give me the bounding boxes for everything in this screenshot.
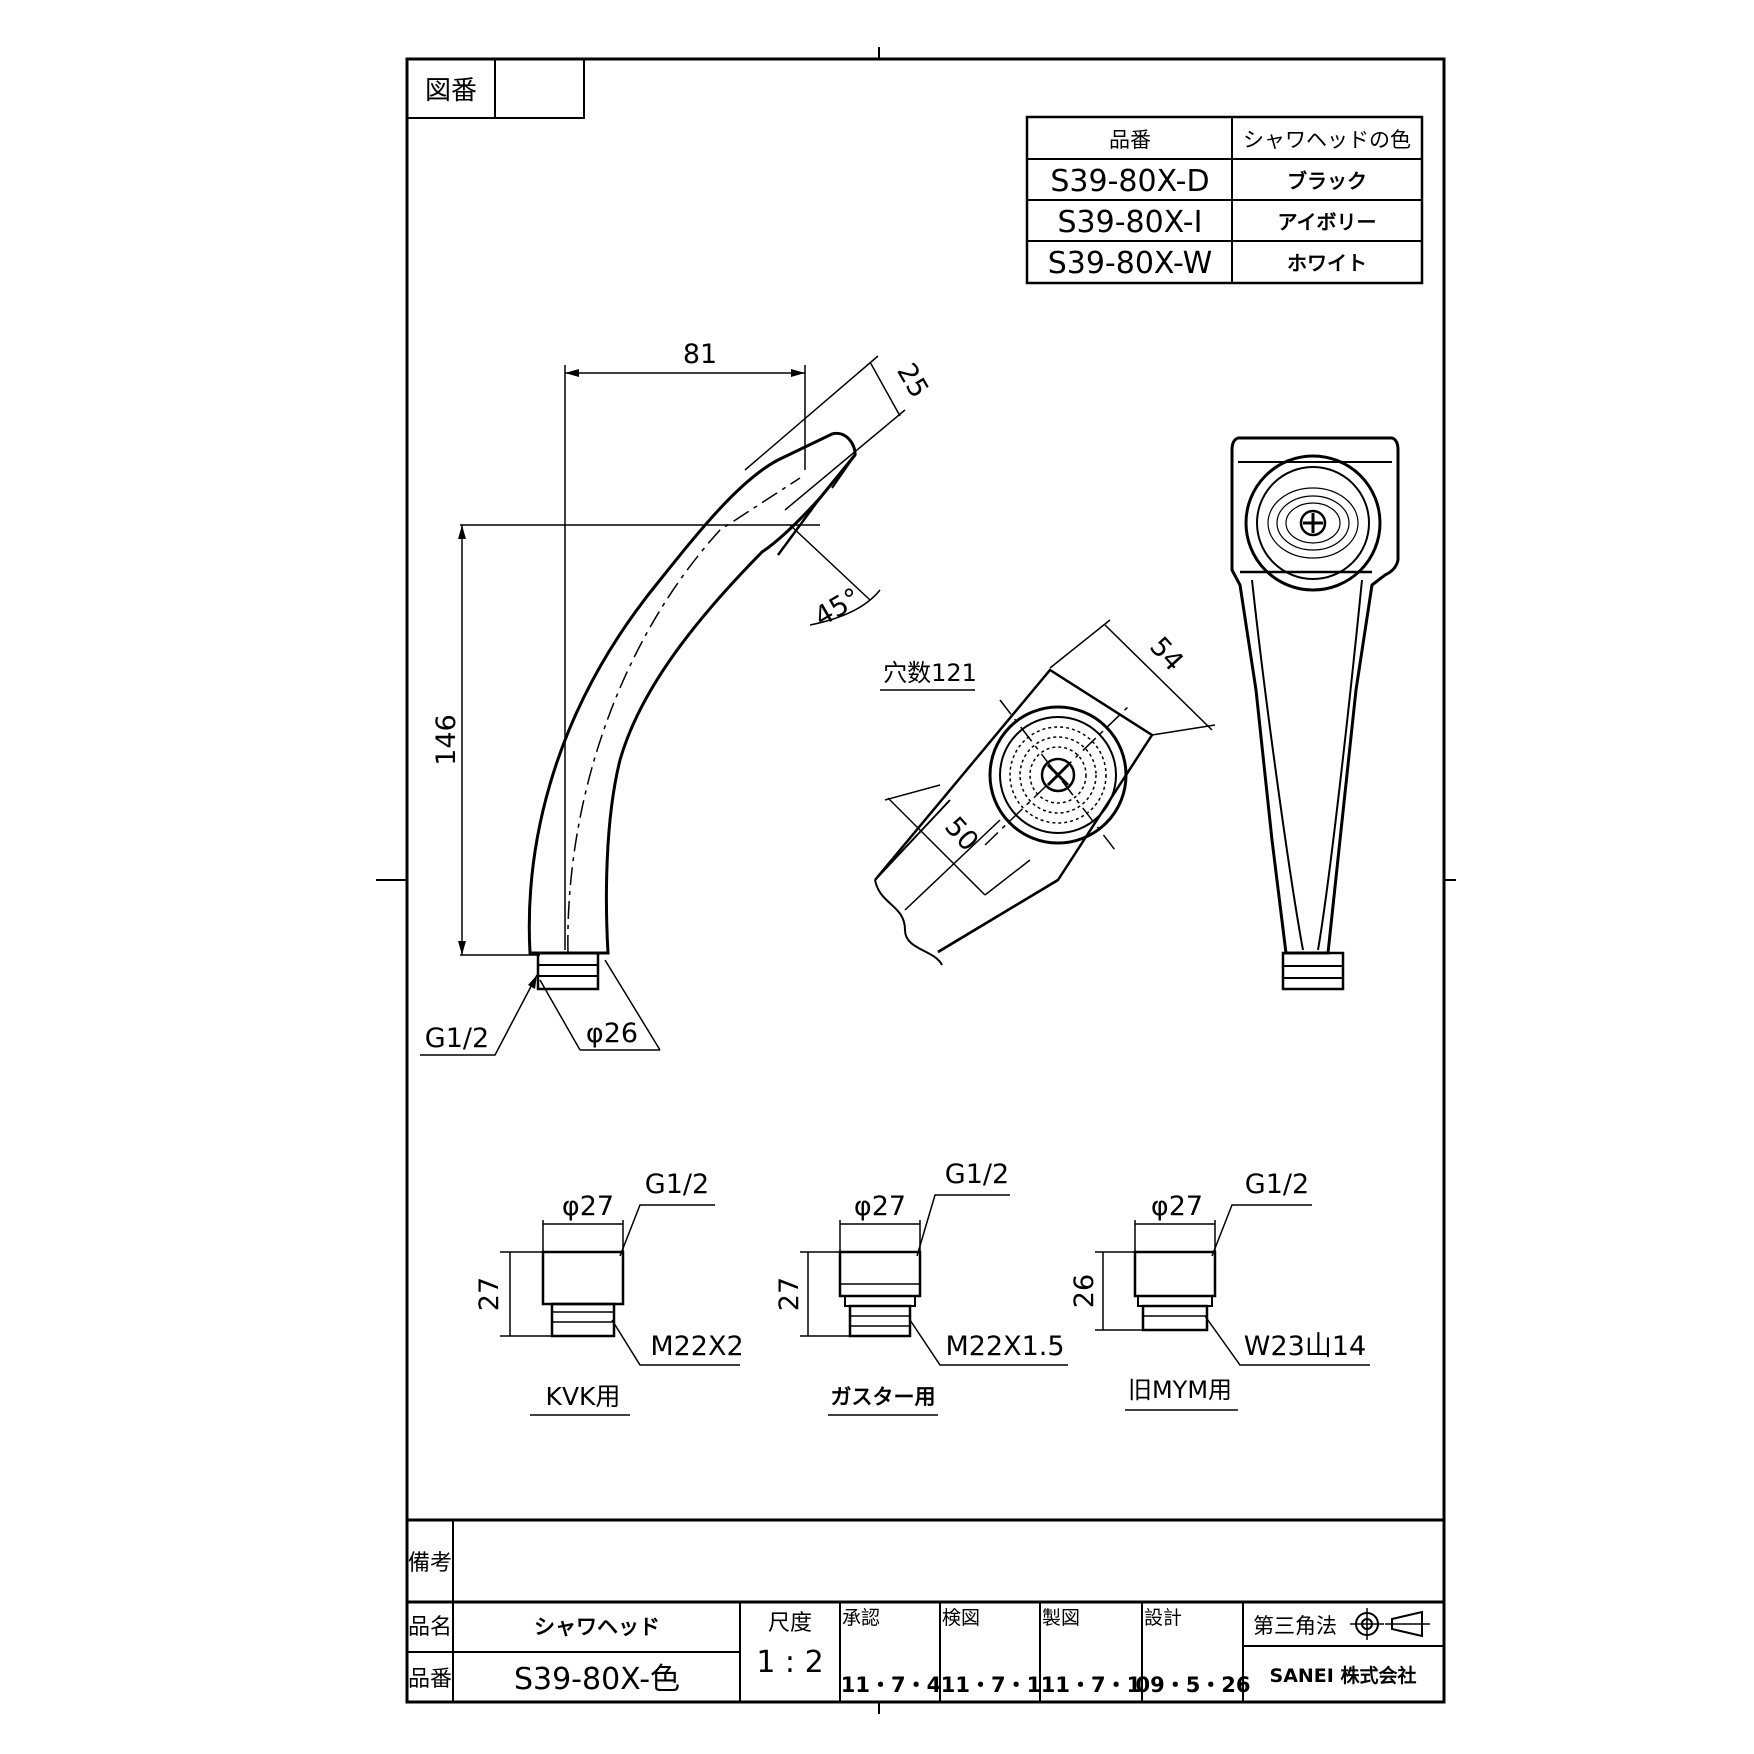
table-header-part: 品番 bbox=[1109, 128, 1151, 152]
front-view bbox=[1230, 436, 1400, 991]
adapter-dia: φ27 bbox=[562, 1191, 614, 1222]
checked-date: 11・7・1 bbox=[941, 1673, 1041, 1697]
adapter-thread-bottom: W23山14 bbox=[1244, 1331, 1366, 1362]
adapter-thread-bottom: M22X1.5 bbox=[945, 1331, 1064, 1362]
side-width-dim: 81 bbox=[683, 339, 717, 370]
adapter-height: 27 bbox=[774, 1277, 805, 1311]
adapter-thread-top: G1/2 bbox=[945, 1159, 1009, 1190]
name-value: シャワヘッド bbox=[534, 1615, 660, 1639]
adapter-caption: KVK用 bbox=[546, 1382, 621, 1411]
adapter-caption: 旧MYM用 bbox=[1128, 1376, 1232, 1404]
number-value: S39-80X-色 bbox=[514, 1662, 680, 1697]
adapter-caption: ガスター用 bbox=[831, 1385, 936, 1409]
scale-value: 1 : 2 bbox=[756, 1645, 823, 1680]
face-face-dim: 50 bbox=[938, 811, 984, 857]
approved-label: 承認 bbox=[842, 1607, 880, 1629]
adapter-dia: φ27 bbox=[1151, 1191, 1203, 1222]
drawing-number-box: 図番 bbox=[406, 58, 585, 119]
design-label: 設計 bbox=[1144, 1607, 1182, 1629]
side-head-dim: 25 bbox=[890, 358, 934, 403]
drawn-label: 製図 bbox=[1042, 1607, 1080, 1629]
table-row-part: S39-80X-W bbox=[1048, 246, 1213, 281]
face-view bbox=[874, 619, 1216, 966]
scale-label: 尺度 bbox=[768, 1611, 812, 1636]
projection-label: 第三角法 bbox=[1253, 1614, 1337, 1638]
drawing-number-label: 図番 bbox=[425, 76, 477, 106]
adapter-thread-bottom: M22X2 bbox=[650, 1331, 743, 1362]
company-name: SANEI 株式会社 bbox=[1270, 1664, 1417, 1687]
adapter-mym bbox=[1095, 1204, 1370, 1411]
table-row-part: S39-80X-I bbox=[1058, 205, 1203, 240]
table-header-color: シャワヘッドの色 bbox=[1243, 128, 1411, 152]
adapter-thread-top: G1/2 bbox=[1245, 1169, 1309, 1200]
title-block bbox=[407, 1518, 1444, 1702]
color-table: 品番 シャワヘッドの色 S39-80X-D ブラック S39-80X-I アイボ… bbox=[1025, 115, 1424, 285]
drawn-date: 11・7・1 bbox=[1041, 1673, 1141, 1697]
adapter-height: 26 bbox=[1069, 1274, 1100, 1308]
table-row-part: S39-80X-D bbox=[1050, 164, 1209, 199]
approved-date: 11・7・4 bbox=[841, 1673, 941, 1697]
remarks-label: 備考 bbox=[408, 1551, 452, 1576]
table-row-color: ホワイト bbox=[1287, 251, 1367, 275]
side-angle-dim: 45° bbox=[809, 582, 866, 633]
adapter-thread-top: G1/2 bbox=[645, 1169, 709, 1200]
sheet-frame bbox=[376, 47, 1456, 1714]
side-thread-label: G1/2 bbox=[425, 1023, 489, 1054]
adapter-gastar bbox=[800, 1194, 1068, 1416]
number-label: 品番 bbox=[408, 1667, 452, 1692]
face-width-dim: 54 bbox=[1143, 631, 1189, 677]
table-row-color: ブラック bbox=[1287, 169, 1367, 193]
design-date: 09・5・26 bbox=[1135, 1673, 1250, 1697]
face-holes-label: 穴数121 bbox=[883, 659, 977, 687]
adapter-height: 27 bbox=[474, 1277, 505, 1311]
name-label: 品名 bbox=[408, 1615, 452, 1640]
table-row-color: アイボリー bbox=[1278, 210, 1377, 234]
checked-label: 検図 bbox=[942, 1607, 980, 1629]
side-height-dim: 146 bbox=[431, 714, 462, 766]
adapter-kvk bbox=[500, 1204, 740, 1416]
side-view bbox=[420, 355, 906, 1056]
adapter-dia: φ27 bbox=[854, 1191, 906, 1222]
side-dia-label: φ26 bbox=[586, 1018, 638, 1049]
